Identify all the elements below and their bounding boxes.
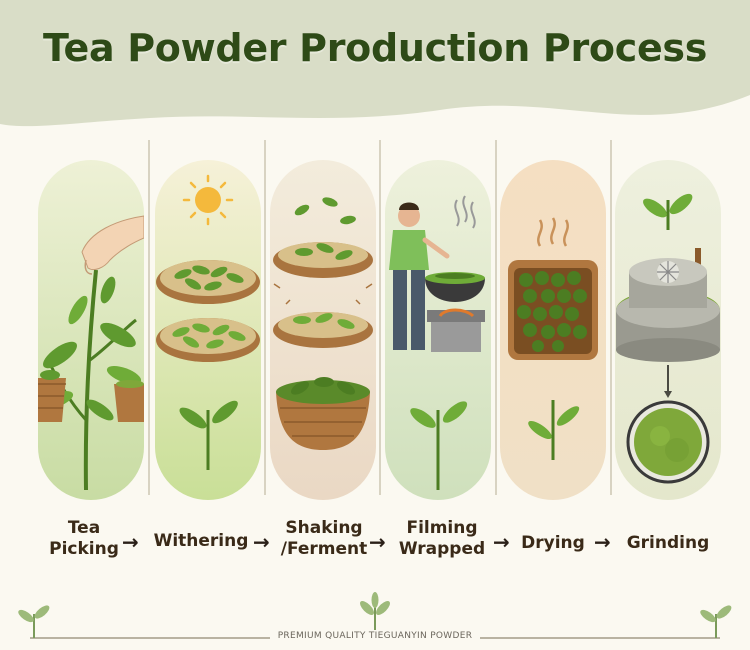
column-divider (495, 140, 497, 495)
step-label-grinding: Grinding (626, 533, 710, 553)
leaf-sprig-icon (18, 605, 50, 638)
step-panel-filming-wrapped (385, 160, 491, 500)
step-label-drying: Drying (521, 533, 585, 553)
column-divider (610, 140, 612, 495)
leaf-sprig-icon (360, 592, 390, 630)
hand-picking-tea-icon (38, 160, 144, 500)
step-panel-grinding (615, 160, 721, 500)
wok-frying-icon (385, 160, 491, 500)
drying-tea-balls-icon (500, 160, 606, 500)
flow-arrow: → (594, 530, 611, 554)
step-panel-tea-picking (38, 160, 144, 500)
page-title: Tea Powder Production Process (42, 26, 708, 70)
column-divider (379, 140, 381, 495)
column-divider (264, 140, 266, 495)
flow-arrow: → (253, 530, 270, 554)
shaking-baskets-icon (270, 160, 376, 500)
header-wave-band (0, 0, 750, 127)
step-label-withering: Withering (153, 531, 249, 551)
step-panel-drying (500, 160, 606, 500)
footer-caption: PREMIUM QUALITY TIEGUANYIN POWDER (0, 631, 750, 641)
flow-arrow: → (493, 530, 510, 554)
step-panel-shaking-ferment (270, 160, 376, 500)
flow-arrow: → (369, 530, 386, 554)
stone-mill-icon (615, 160, 721, 500)
column-divider (148, 140, 150, 495)
step-label-shaking-ferment: Shaking/Ferment (280, 518, 368, 559)
leaf-sprig-icon (700, 605, 732, 638)
flow-arrow: → (122, 530, 139, 554)
sun-withering-trays-icon (155, 160, 261, 500)
step-panel-withering (155, 160, 261, 500)
